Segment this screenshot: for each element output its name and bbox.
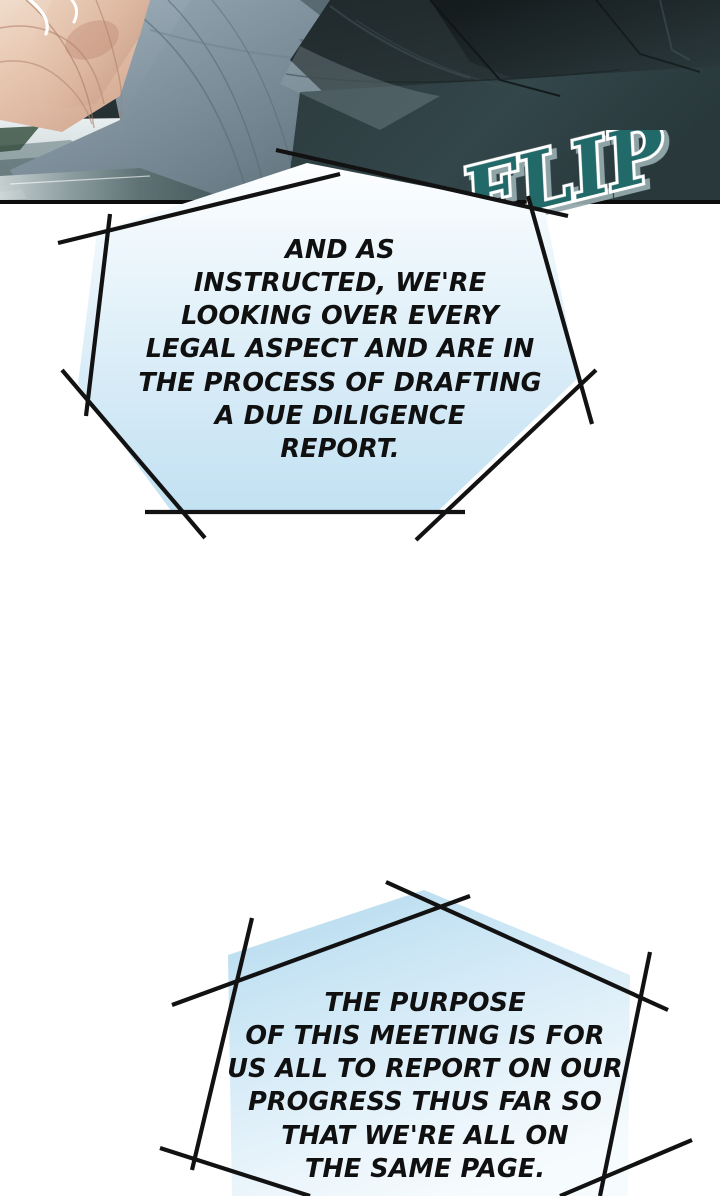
artwork-dark-cloth-lower xyxy=(286,66,720,204)
bubble-lower-outline xyxy=(159,880,693,1196)
speech-bubble-lower-text: THE PURPOSE OF THIS MEETING IS FOR US AL… xyxy=(227,988,623,1184)
artwork-page-line xyxy=(9,175,151,185)
artwork-glint-2 xyxy=(70,0,79,24)
artwork-cloth-fold-4 xyxy=(659,0,691,61)
artwork-cloth-fold-1 xyxy=(329,5,471,80)
artwork-green-sliver xyxy=(0,126,40,152)
speech-bubble-lower xyxy=(159,880,693,1196)
bubble-upper-fill xyxy=(78,163,578,512)
artwork-highlight-band xyxy=(280,46,440,130)
top-artwork-strip xyxy=(0,0,720,204)
artwork-book-edge xyxy=(0,168,230,204)
artwork-hand-shade xyxy=(30,0,150,112)
artwork-cloth-fold-3 xyxy=(285,69,621,83)
artwork-finger-line-1 xyxy=(0,25,105,105)
speech-bubble-upper xyxy=(57,147,598,542)
artwork-finger-line-4 xyxy=(95,0,123,119)
artwork-glint-1 xyxy=(28,0,49,36)
artwork-finger-line-2 xyxy=(0,60,93,125)
artwork-finger-line-3 xyxy=(25,0,95,129)
speech-bubble-upper-text: AND AS INSTRUCTED, WE'RE LOOKING OVER EV… xyxy=(138,235,542,464)
bubble-lower-fill xyxy=(228,890,630,1196)
artwork-illustration xyxy=(0,0,720,204)
bubble-upper-outline xyxy=(57,147,598,542)
artwork-fold-1 xyxy=(129,7,251,204)
artwork-fold-2 xyxy=(167,0,269,204)
artwork-lapel-edge-2 xyxy=(595,0,701,73)
artwork-knuckle-shadow xyxy=(65,20,119,60)
